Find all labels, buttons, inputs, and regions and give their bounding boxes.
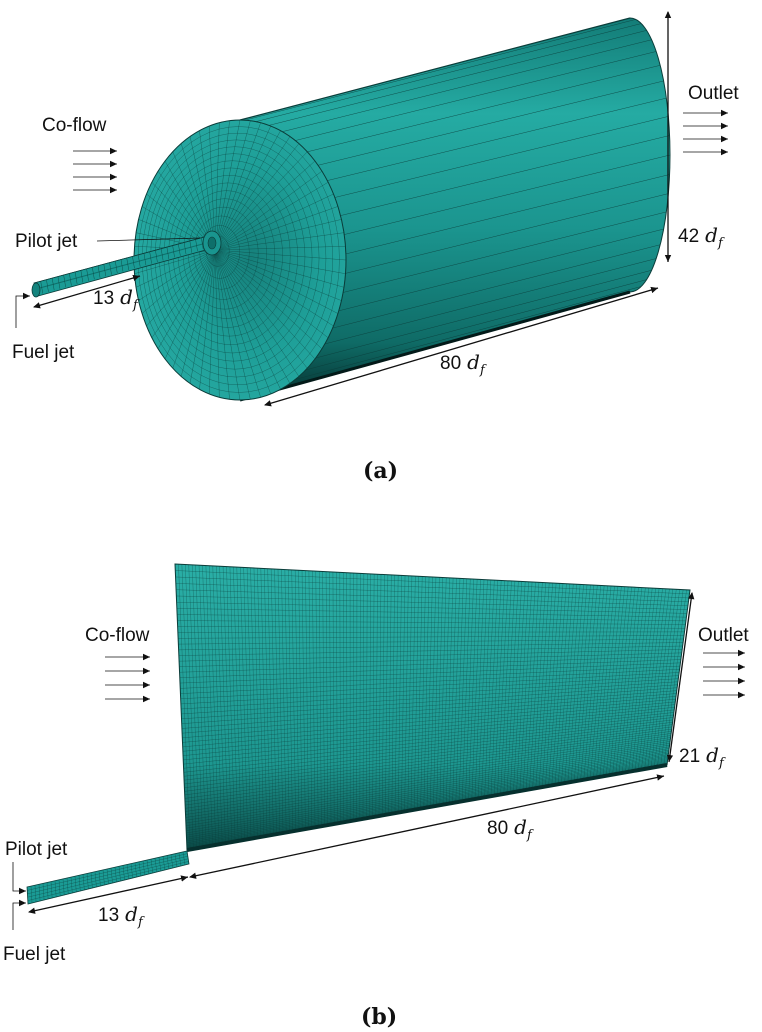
- coflow-label: Co-flow: [42, 115, 107, 136]
- fuel-jet-label-b: Fuel jet: [3, 944, 66, 965]
- outlet-label: Outlet: [688, 83, 739, 104]
- coflow-label-b: Co-flow: [85, 625, 150, 646]
- fuel-jet-marker-b: [12, 899, 26, 930]
- pilot-jet-label-b: Pilot jet: [5, 839, 68, 860]
- outlet-label-b: Outlet: [698, 625, 749, 646]
- caption-b: (b): [361, 1004, 397, 1030]
- fuel-jet-marker: [15, 292, 30, 328]
- fuel-jet-label: Fuel jet: [12, 342, 75, 363]
- wedge-plane: [174, 563, 691, 852]
- pilot-leader: [96, 237, 201, 242]
- pilot-jet-label: Pilot jet: [15, 231, 78, 252]
- outlet-arrows-b: [703, 649, 745, 699]
- outlet-arrows: [683, 109, 728, 156]
- caption-a: (a): [363, 458, 398, 484]
- coflow-arrows: [73, 147, 117, 194]
- coflow-arrows-b: [105, 653, 150, 703]
- pilot-jet-marker-b: [12, 862, 26, 895]
